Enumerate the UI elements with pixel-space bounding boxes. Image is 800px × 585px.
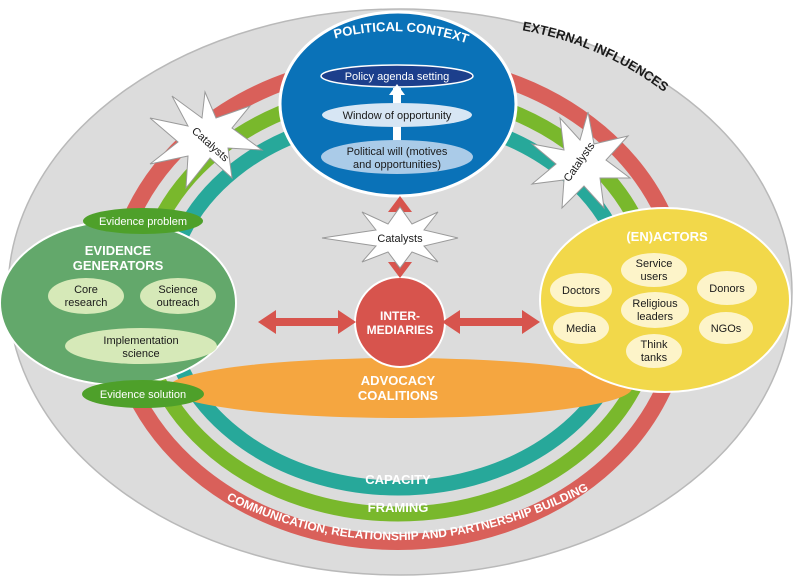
intermediaries-text-2: MEDIARIES xyxy=(367,323,434,337)
donors-pill xyxy=(697,271,757,305)
doctors-text: Doctors xyxy=(562,285,600,297)
media-pill xyxy=(553,312,609,344)
science-outreach-text-1: Science xyxy=(158,284,197,296)
think-tanks-text-1: Think xyxy=(641,339,668,351)
framing-label: FRAMING xyxy=(368,500,429,515)
intermediaries-text-1: INTER- xyxy=(380,309,420,323)
science-outreach-pill xyxy=(140,278,216,314)
service-users-text-1: Service xyxy=(636,258,673,270)
media-text: Media xyxy=(566,323,597,335)
religious-leaders-text-2: leaders xyxy=(637,311,674,323)
political-will-text-1: Political will (motives xyxy=(347,146,448,158)
core-research-text-1: Core xyxy=(74,284,98,296)
science-outreach-text-2: outreach xyxy=(157,297,200,309)
think-tanks-text-2: tanks xyxy=(641,352,668,364)
evidence-solution-pill xyxy=(82,380,204,408)
implementation-science-pill xyxy=(65,328,217,364)
advocacy-label-2: COALITIONS xyxy=(358,388,438,403)
implementation-science-text-1: Implementation xyxy=(103,335,178,347)
ngos-pill xyxy=(699,312,753,344)
left-double-arrow xyxy=(258,310,356,334)
evidence-generators-title-2: GENERATORS xyxy=(73,258,164,273)
donors-text: Donors xyxy=(709,283,745,295)
core-research-pill xyxy=(48,278,124,314)
religious-leaders-pill xyxy=(621,292,689,328)
evidence-problem-pill xyxy=(83,208,203,234)
catalysts-star-right xyxy=(530,111,632,210)
right-double-arrow xyxy=(442,310,540,334)
think-tanks-pill xyxy=(626,334,682,368)
implementation-science-text-2: science xyxy=(122,348,159,360)
advocacy-label-1: ADVOCACY xyxy=(361,373,436,388)
political-arrow-head xyxy=(389,84,405,95)
advocacy-coalitions-ellipse xyxy=(168,358,632,418)
window-opportunity-text: Window of opportunity xyxy=(343,110,452,122)
catalysts-star-center xyxy=(321,206,459,269)
political-will-pill xyxy=(321,140,473,174)
evidence-generators-title-1: EVIDENCE xyxy=(85,243,152,258)
core-research-text-2: research xyxy=(65,297,108,309)
religious-leaders-text-1: Religious xyxy=(632,298,678,310)
doctors-pill xyxy=(550,273,612,307)
enactors-title: (EN)ACTORS xyxy=(626,229,708,244)
ngos-text: NGOs xyxy=(711,323,742,335)
window-opportunity-pill xyxy=(322,103,472,127)
evidence-solution-text: Evidence solution xyxy=(100,389,186,401)
evidence-problem-text: Evidence problem xyxy=(99,216,187,228)
political-will-text-2: and opportunities) xyxy=(353,159,441,171)
service-users-text-2: users xyxy=(641,271,668,283)
catalysts-star-left xyxy=(149,90,264,190)
policy-agenda-text: Policy agenda setting xyxy=(345,71,450,83)
service-users-pill xyxy=(621,253,687,287)
capacity-label: CAPACITY xyxy=(365,472,431,487)
catalysts-center-text: Catalysts xyxy=(377,233,423,245)
